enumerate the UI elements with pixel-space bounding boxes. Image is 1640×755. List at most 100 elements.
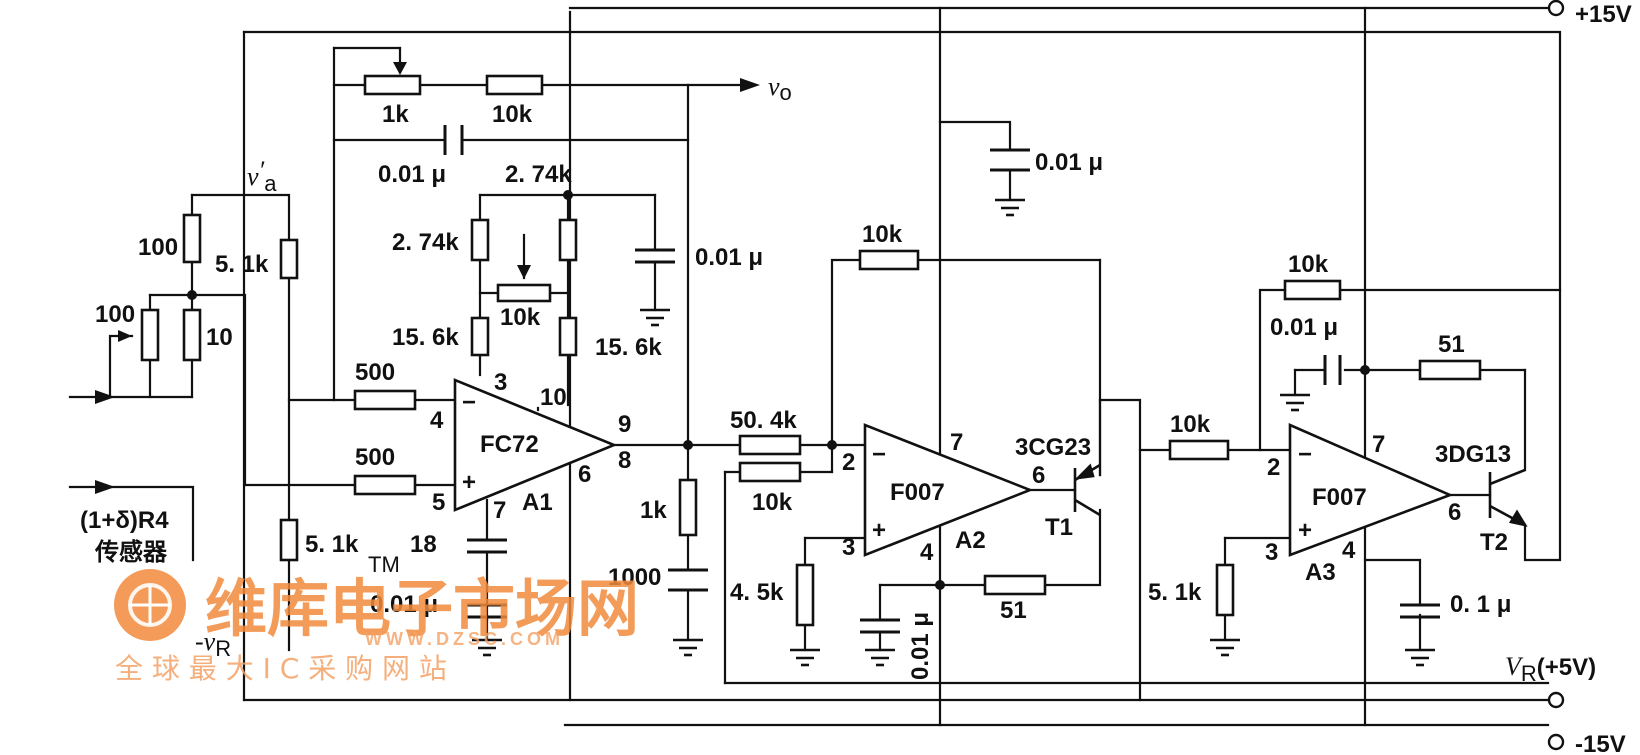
watermark-brand: 维库电子市场网 — [205, 572, 639, 645]
resistors — [140, 74, 1482, 627]
component-label: + — [462, 469, 476, 496]
ref-terminal[interactable] — [1547, 691, 1565, 709]
component-label: + — [1298, 517, 1312, 544]
resistor-pot-1k — [363, 74, 422, 96]
wires — [68, 6, 1562, 727]
component-label: 5. 1k — [1148, 579, 1202, 606]
ground-symbols — [472, 198, 1435, 667]
resistor-10k-a2-in — [738, 461, 802, 483]
component-label: 2 — [1267, 454, 1280, 481]
transistor-t1 — [1073, 463, 1101, 517]
component-label: 10k — [862, 221, 903, 248]
resistor-5k1-bottom — [279, 518, 299, 562]
component-label: 1k — [382, 101, 409, 128]
pot-wipers — [118, 60, 531, 342]
component-label: 10k — [492, 101, 533, 128]
supply-terminals — [1547, 0, 1565, 751]
ground-icon — [865, 648, 895, 667]
component-label: 500 — [355, 444, 395, 471]
a3-ref: A3 — [1305, 559, 1336, 586]
component-label: 10 — [206, 324, 233, 351]
ground-icon — [1210, 638, 1240, 657]
watermark: 维库电子市场网 TM WWW.DZSC.COM 全 球 最 大 I C 采 购 … — [114, 552, 639, 685]
component-label: 51 — [1000, 597, 1027, 624]
resistor-5k1-top — [279, 238, 299, 280]
resistor-1k-out — [678, 478, 698, 537]
resistor-10k-top — [485, 74, 544, 96]
ground-icon — [1280, 393, 1310, 412]
component-label: 3CG23 — [1015, 434, 1091, 461]
component-label: 10k — [500, 304, 541, 331]
component-label: 0.01 μ — [370, 591, 438, 618]
ground-icon — [1405, 648, 1435, 667]
resistor-50k4 — [738, 434, 802, 456]
component-label: 3 — [494, 369, 507, 396]
component-label: 7 — [493, 497, 506, 524]
component-label: 0.01 μ — [695, 244, 763, 271]
component-label: 10 — [540, 384, 567, 411]
component-label: − — [462, 389, 476, 416]
component-label: 5 — [432, 489, 445, 516]
component-label: 10k — [1288, 251, 1329, 278]
transistor-t2 — [1488, 468, 1528, 527]
component-label: 18 — [410, 531, 437, 558]
component-label: 1000 — [608, 564, 661, 591]
component-label: 4 — [430, 407, 444, 434]
a1-name: FC72 — [480, 431, 539, 458]
component-label: − — [1298, 441, 1312, 468]
watermark-slogan: 全 球 最 大 I C 采 购 网 站 — [115, 652, 447, 685]
component-label: 8 — [618, 447, 631, 474]
resistor-51-a3 — [1418, 359, 1482, 381]
component-label: 1k — [640, 497, 667, 524]
opamp-a2 — [863, 423, 1034, 557]
resistor-10k-a2-fb — [858, 249, 920, 271]
component-label: 6 — [1032, 462, 1045, 489]
labels: +15V -15V VR(+5V) vo v′a -vR (1+δ)R4 传感器… — [80, 1, 1632, 755]
component-label: 51 — [1438, 331, 1465, 358]
resistor-100 — [182, 213, 202, 264]
component-label: T2 — [1480, 529, 1508, 556]
component-label: + — [872, 517, 886, 544]
capacitor-leads — [878, 368, 1297, 652]
component-label: 6 — [1448, 499, 1461, 526]
resistor-10k-a3-in — [1168, 439, 1230, 461]
component-label: 3DG13 — [1435, 441, 1511, 468]
watermark-url: WWW.DZSC.COM — [365, 629, 564, 649]
resistor-15k6-left — [470, 316, 490, 357]
component-label: 15. 6k — [595, 334, 662, 361]
ground-icon — [995, 198, 1025, 217]
component-label: 3 — [842, 534, 855, 561]
signal-arrows — [95, 78, 760, 494]
dzsc-logo-icon — [114, 569, 186, 641]
pos-supply-terminal[interactable] — [1547, 0, 1565, 17]
ground-icon — [790, 648, 820, 667]
component-label: 9 — [618, 411, 631, 438]
component-label: 0. 1 μ — [1450, 591, 1511, 618]
a2-name: F007 — [890, 479, 945, 506]
sensor-label: (1+δ)R4 — [80, 507, 169, 534]
component-label: 5. 1k — [305, 531, 359, 558]
component-label: 7 — [1372, 431, 1385, 458]
resistor-500-noninv — [353, 474, 417, 496]
resistor-500-inv — [353, 389, 417, 411]
component-label: 0.01 μ — [1270, 314, 1338, 341]
a1-ref: A1 — [522, 489, 553, 516]
va-label: v′a — [247, 156, 277, 196]
resistor-2k74-left — [470, 218, 490, 262]
opamp-a1 — [453, 378, 618, 512]
neg-supply-terminal[interactable] — [1547, 733, 1565, 751]
resistor-pot-100 — [140, 308, 160, 362]
component-label: 10k — [1170, 411, 1211, 438]
resistor-5k1-a3 — [1215, 563, 1235, 617]
resistor-10k-a3-fb — [1283, 279, 1342, 301]
component-label: 3 — [1265, 539, 1278, 566]
component-label: 5. 1k — [215, 251, 269, 278]
resistor-15k6-right — [558, 316, 578, 357]
component-label: 2. 74k — [392, 229, 459, 256]
component-label: 4 — [1342, 537, 1356, 564]
opamp-a3 — [1288, 423, 1454, 557]
component-label: 10k — [752, 489, 793, 516]
junction-dots — [187, 190, 1370, 590]
ground-icon — [673, 638, 703, 657]
